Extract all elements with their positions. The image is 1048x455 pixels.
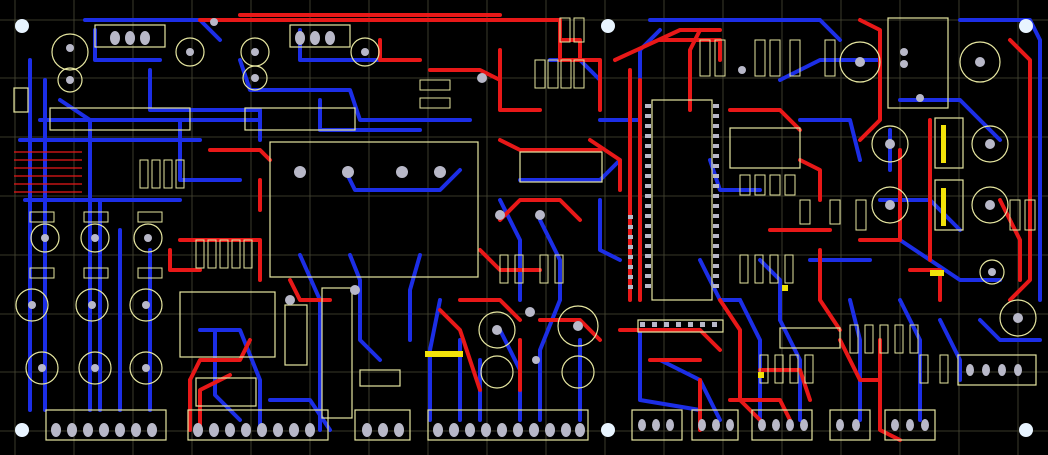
mounting-hole-top-left	[15, 19, 29, 33]
smd-parts	[29, 17, 1036, 384]
dip-ic-pins	[628, 104, 719, 327]
vias-and-pads	[28, 18, 1023, 372]
mounting-hole-bottom-right	[1019, 423, 1033, 437]
highlighted-pads	[425, 125, 946, 378]
top-copper-traces	[168, 13, 1032, 442]
left-edge-traces	[14, 151, 82, 193]
connector-pads	[51, 31, 1022, 437]
mounting-hole-bottom-mid	[601, 423, 615, 437]
mounting-hole-bottom-left	[15, 423, 29, 437]
mounting-hole-top-right	[1019, 19, 1033, 33]
mounting-holes	[15, 19, 1033, 437]
mounting-hole-top-mid	[601, 19, 615, 33]
silkscreen-outlines	[13, 17, 1037, 441]
circular-components	[15, 33, 1037, 389]
